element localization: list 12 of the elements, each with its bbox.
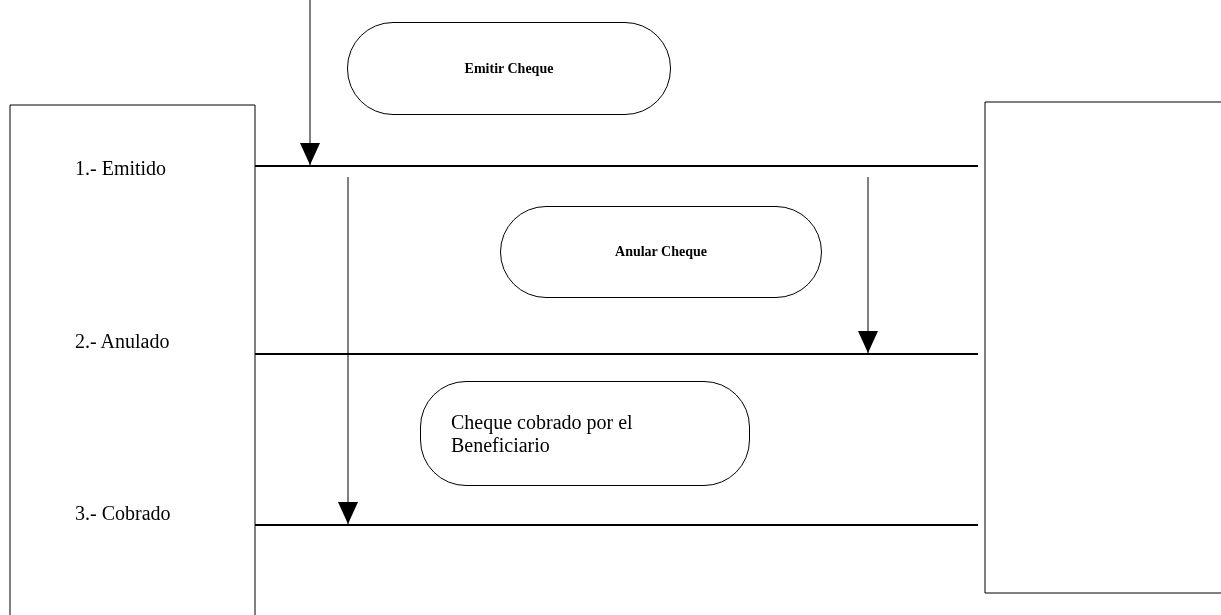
state-line [255,524,978,526]
event-label: Anular Cheque [615,244,707,260]
arrow [858,176,878,354]
event-label: Emitir Cheque [464,60,554,77]
state-label: 3.- Cobrado [75,502,171,525]
arrow [338,176,358,525]
arrow [300,0,320,166]
state-label: 2.- Anulado [75,330,170,353]
event-label: Cheque cobrado por el Beneficiario [451,410,634,457]
state-line [255,353,978,355]
state-label: 1.- Emitido [75,157,167,180]
state-line [255,165,978,167]
